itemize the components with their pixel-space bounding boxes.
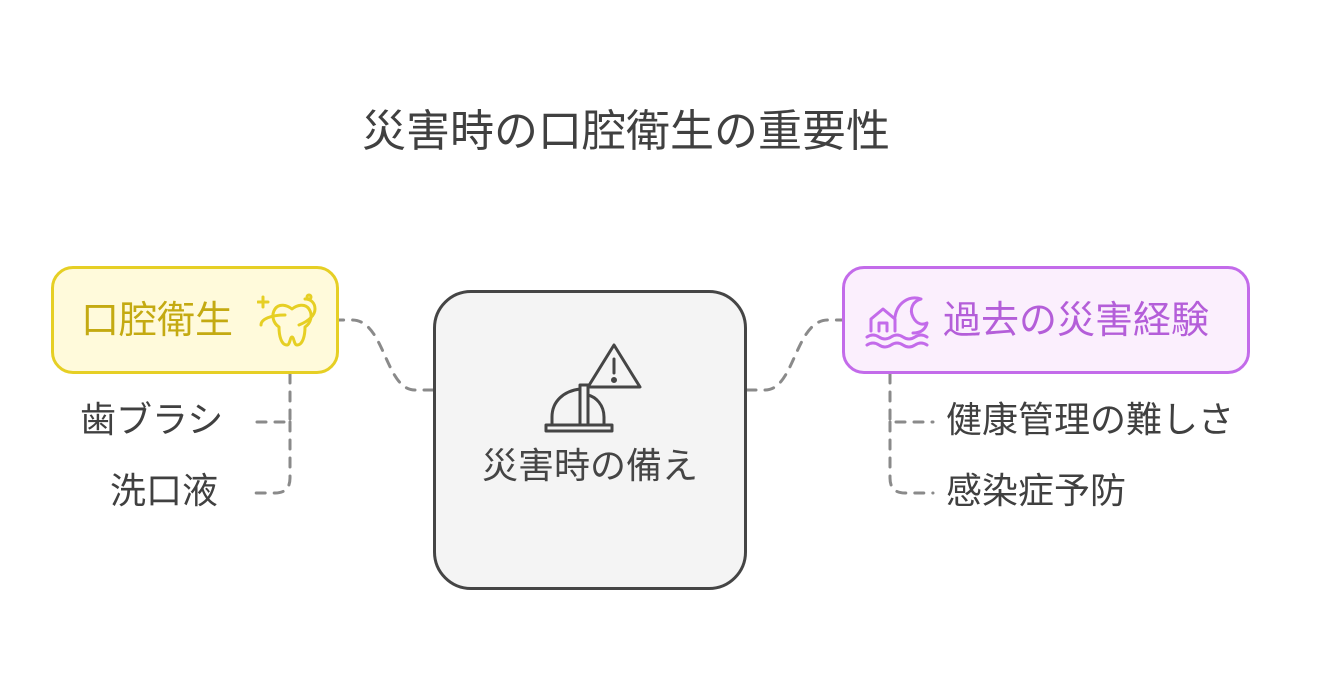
connector-center-to-right xyxy=(745,318,844,392)
connector-center-to-left xyxy=(337,318,435,392)
connector-right-to-health xyxy=(888,372,935,424)
leaf-toothbrush: 歯ブラシ xyxy=(80,400,224,441)
node-past-disaster-experience-label: 過去の災害経験 xyxy=(943,298,1210,342)
leaf-infection-prevention: 感染症予防 xyxy=(946,471,1127,512)
connector-left-to-toothbrush xyxy=(246,372,292,424)
node-disaster-preparedness-label: 災害時の備え xyxy=(481,446,698,487)
hardhat-warning-icon xyxy=(544,343,642,433)
connector-right-to-infection xyxy=(888,420,935,495)
house-flood-wave-icon xyxy=(865,296,929,349)
diagram-title: 災害時の口腔衛生の重要性 xyxy=(362,106,890,157)
node-oral-hygiene: 口腔衛生 xyxy=(51,266,339,374)
node-oral-hygiene-label: 口腔衛生 xyxy=(81,298,234,342)
node-past-disaster-experience: 過去の災害経験 xyxy=(842,266,1250,374)
leaf-health-management-difficulty: 健康管理の難しさ xyxy=(946,400,1235,441)
tooth-sparkle-icon xyxy=(257,293,317,347)
connector-left-to-mouthwash xyxy=(246,420,292,495)
node-disaster-preparedness: 災害時の備え xyxy=(433,290,747,590)
leaf-mouthwash: 洗口液 xyxy=(110,471,219,512)
